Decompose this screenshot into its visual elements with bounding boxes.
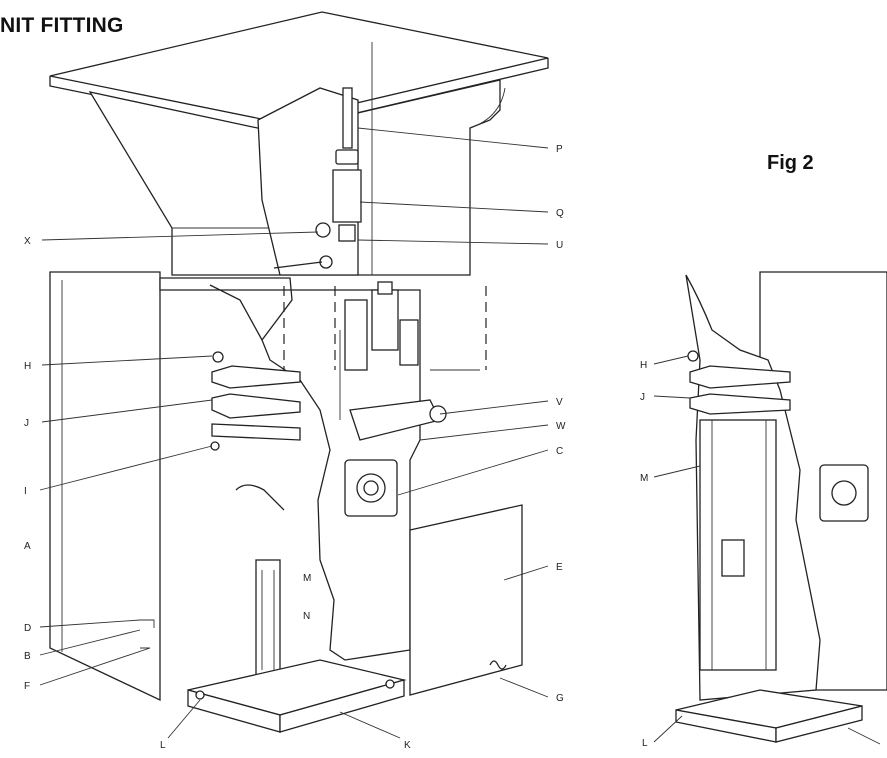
label-e: E <box>556 562 563 573</box>
figure-1-labels: P Q U X H J I V W C A M N E D B F G L K <box>24 144 566 751</box>
gas-controls <box>339 281 480 420</box>
fig2-label-j: J <box>640 392 645 403</box>
label-b: B <box>24 651 31 662</box>
label-a: A <box>24 541 31 552</box>
burner-assembly <box>255 559 281 681</box>
fig2-label-m: M <box>640 473 648 484</box>
label-c: C <box>556 446 563 457</box>
label-n: N <box>303 611 310 622</box>
label-p: P <box>556 144 563 155</box>
label-m: M <box>303 573 311 584</box>
label-d: D <box>24 623 31 634</box>
label-q: Q <box>556 208 564 219</box>
plate-i <box>211 423 301 441</box>
label-v: V <box>556 397 563 408</box>
label-g: G <box>556 693 564 704</box>
figure-2-drawing <box>675 271 887 743</box>
diagram-title: NIT FITTING <box>0 14 124 37</box>
label-i: I <box>24 486 27 497</box>
figure-2-leaders <box>653 355 881 745</box>
gas-valve <box>332 169 362 223</box>
side-panel-left <box>49 271 161 702</box>
figure-2-label: Fig 2 <box>767 152 814 174</box>
label-f: F <box>24 681 30 692</box>
side-panel-right <box>409 504 523 696</box>
gas-pipe <box>342 87 353 149</box>
figure-1-drawing <box>49 11 549 733</box>
top-plate-h <box>211 365 301 389</box>
fig2-label-l: L <box>642 738 648 749</box>
label-x-top: X <box>24 236 31 247</box>
fixing-screw <box>315 222 331 238</box>
label-w: W <box>556 421 566 432</box>
label-j: J <box>24 418 29 429</box>
label-l: L <box>160 740 166 751</box>
fig2-label-h: H <box>640 360 647 371</box>
flue-duct <box>257 87 359 276</box>
label-u: U <box>556 240 563 251</box>
plate-j <box>211 393 301 419</box>
label-h: H <box>24 361 31 372</box>
label-k: K <box>404 740 411 751</box>
figure-1-leaders <box>39 127 549 739</box>
figure-2-labels: H J M L <box>640 360 648 749</box>
